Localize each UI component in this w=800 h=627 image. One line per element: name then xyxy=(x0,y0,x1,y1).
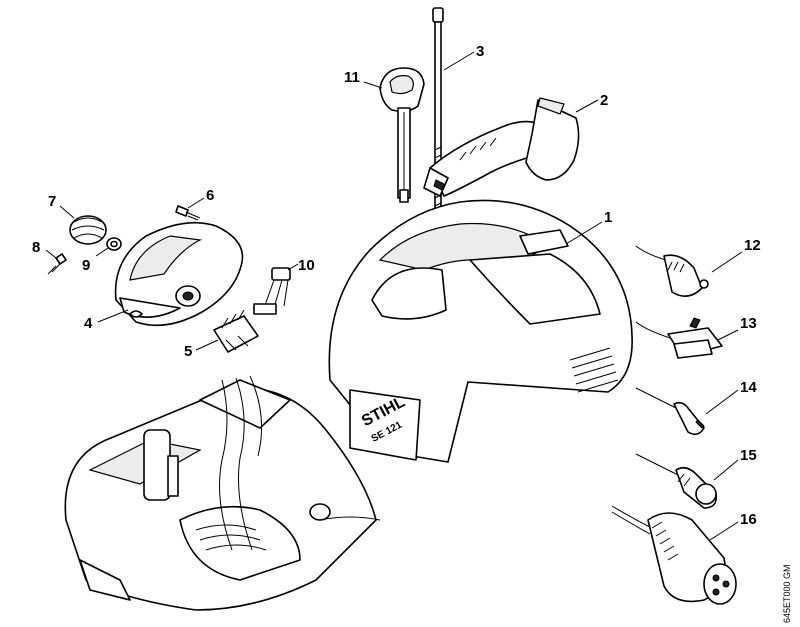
part-15-round-plug xyxy=(635,453,718,509)
callout-8-label: 8 xyxy=(32,239,40,256)
part-13-uk-plug xyxy=(635,317,723,359)
callout-1-label: 1 xyxy=(604,209,612,226)
callout-10: 10 xyxy=(287,257,315,274)
part-1-housing-cover: STIHL SE 121 xyxy=(328,199,633,463)
part-9-o-ring xyxy=(106,237,122,251)
callout-12: 12 xyxy=(711,237,761,273)
callout-15: 15 xyxy=(713,447,757,481)
callout-9-label: 9 xyxy=(82,257,90,274)
callout-16-label: 16 xyxy=(740,511,757,528)
callout-11: 11 xyxy=(344,69,383,89)
document-code: 645ET000 GM xyxy=(782,548,796,623)
callout-4-label: 4 xyxy=(84,315,93,332)
callout-2-label: 2 xyxy=(600,92,608,109)
part-2-handle xyxy=(423,97,580,197)
part-7-cap xyxy=(69,215,107,245)
callout-2: 2 xyxy=(575,92,608,113)
callout-13-label: 13 xyxy=(740,315,757,332)
callout-5-label: 5 xyxy=(184,343,192,360)
callout-6-label: 6 xyxy=(206,187,214,204)
callout-12-label: 12 xyxy=(744,237,761,254)
callout-10-label: 10 xyxy=(298,257,315,274)
callout-3-label: 3 xyxy=(476,43,484,60)
part-5-switch xyxy=(213,309,259,353)
callout-16: 16 xyxy=(709,511,757,541)
part-12-euro-plug xyxy=(635,245,709,297)
part-8-screw xyxy=(47,253,67,275)
callout-4: 4 xyxy=(84,309,129,332)
callout-15-label: 15 xyxy=(740,447,757,464)
callout-13: 13 xyxy=(717,315,757,341)
callout-14-label: 14 xyxy=(740,379,757,396)
part-11-knob xyxy=(379,67,425,203)
callout-7-label: 7 xyxy=(48,193,56,210)
part-10-connector xyxy=(253,267,291,315)
part-16-industrial-plug xyxy=(611,505,737,605)
callout-6: 6 xyxy=(187,187,214,209)
part-6-screw xyxy=(175,205,201,221)
callout-9: 9 xyxy=(82,247,109,274)
document-code-text: 645ET000 GM xyxy=(782,564,792,623)
motor-base-housing xyxy=(64,375,381,611)
callout-3: 3 xyxy=(443,43,484,71)
callout-1: 1 xyxy=(565,209,612,245)
callout-11-label: 11 xyxy=(344,69,360,86)
callout-14: 14 xyxy=(705,379,757,415)
part-14-au-plug xyxy=(635,387,705,436)
callout-8: 8 xyxy=(32,239,57,259)
callout-5: 5 xyxy=(184,339,219,360)
callout-7: 7 xyxy=(48,193,75,219)
part-4-switch-cover xyxy=(114,221,244,327)
